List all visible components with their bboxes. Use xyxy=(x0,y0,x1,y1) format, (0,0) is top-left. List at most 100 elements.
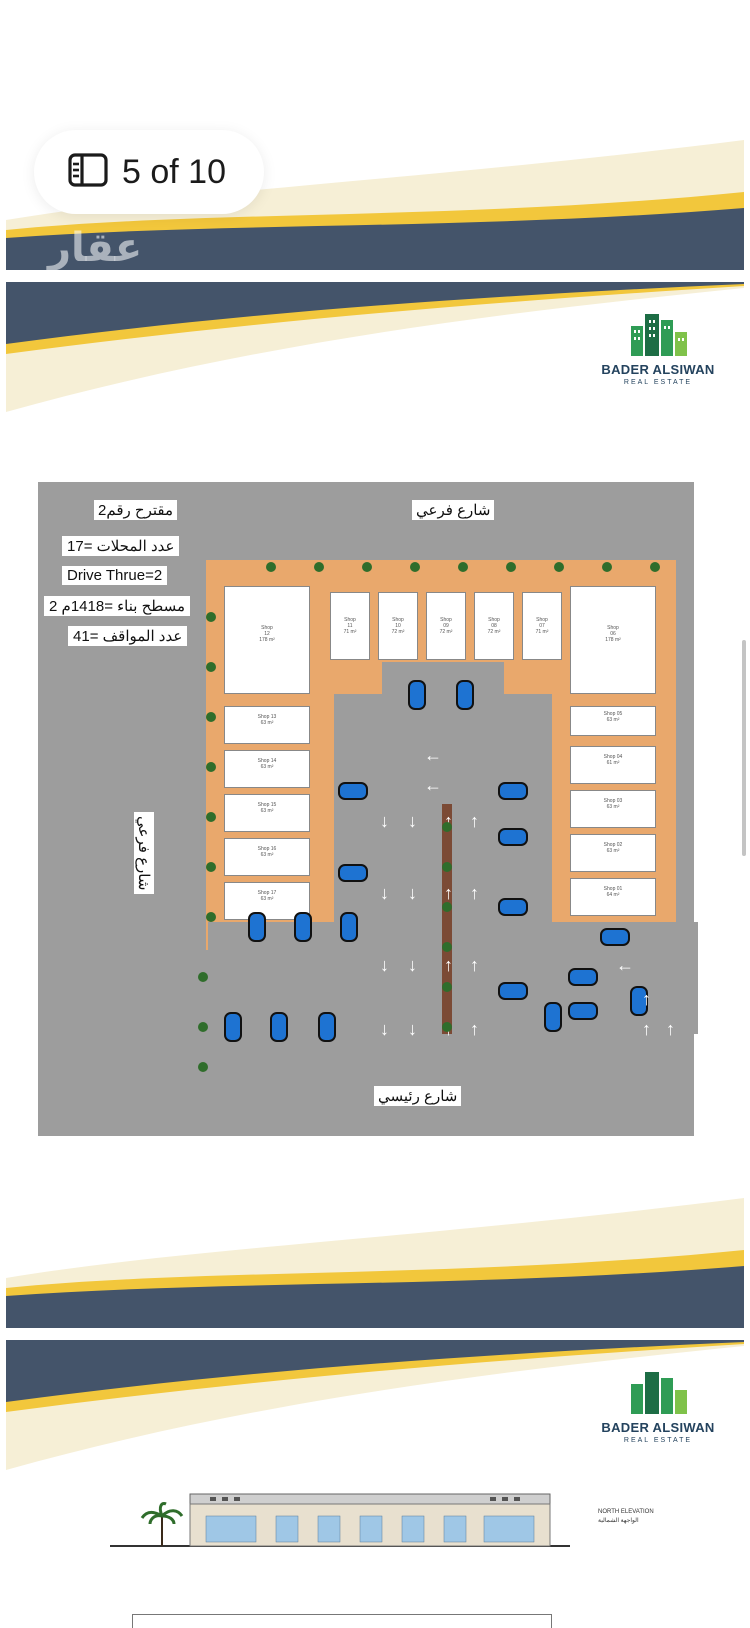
car xyxy=(248,912,266,942)
stat-parking-count: عدد المواقف =41 xyxy=(68,626,188,646)
tree-icon xyxy=(506,562,516,572)
slide-next[interactable]: BADER ALSIWAN REAL ESTATE xyxy=(6,1340,744,1628)
brand-logo: BADER ALSIWAN REAL ESTATE xyxy=(601,312,715,386)
brand-logo: BADER ALSIWAN REAL ESTATE xyxy=(601,1370,714,1444)
slide-wave-bottom xyxy=(6,1188,744,1328)
car xyxy=(456,680,474,710)
tree-icon xyxy=(362,562,372,572)
arrow-down-icon: ↓ xyxy=(380,955,389,975)
slide-previous xyxy=(6,0,744,270)
tree-icon xyxy=(206,612,216,622)
car xyxy=(408,680,426,710)
gallery-icon xyxy=(68,152,108,192)
car xyxy=(630,986,648,1016)
car xyxy=(224,1012,242,1042)
arrow-up-icon: ↑ xyxy=(470,883,479,903)
arrow-up-icon: ↑ xyxy=(444,883,453,903)
plan-median xyxy=(442,804,452,1034)
arrow-up-icon: ↑ xyxy=(470,811,479,831)
tree-icon xyxy=(198,1062,208,1072)
tree-icon xyxy=(314,562,324,572)
arrow-down-icon: ↓ xyxy=(408,883,417,903)
tree-icon xyxy=(442,942,452,952)
arrow-down-icon: ↓ xyxy=(380,1019,389,1039)
tree-icon xyxy=(206,912,216,922)
slide-wave-top xyxy=(6,282,744,412)
brand-name: BADER ALSIWAN xyxy=(601,362,715,377)
arrow-up-icon: ↑ xyxy=(444,811,453,831)
stat-shop-count: عدد المحلات =17 xyxy=(62,536,180,556)
tree-icon xyxy=(442,862,452,872)
stat-drive-thru: Drive Thrue=2 xyxy=(62,566,168,585)
arrow-down-icon: ↓ xyxy=(380,811,389,831)
car xyxy=(338,782,368,800)
tree-icon xyxy=(602,562,612,572)
tree-icon xyxy=(266,562,276,572)
arrow-up-icon: ↑ xyxy=(642,989,651,1009)
arrow-left-icon: ← xyxy=(424,745,442,765)
next-drawing-frame xyxy=(132,1614,552,1628)
tree-icon xyxy=(442,902,452,912)
building-icon xyxy=(631,314,687,356)
arrow-up-icon: ↑ xyxy=(666,1019,675,1039)
main-street-label: شارع رئيسي xyxy=(374,1086,462,1106)
elevation-label-ar: الواجهة الشمالية xyxy=(598,1518,639,1524)
tree-icon xyxy=(442,822,452,832)
side-street-left-label: شارع فرعي xyxy=(134,812,154,895)
car xyxy=(544,1002,562,1032)
tree-icon xyxy=(206,712,216,722)
arrow-down-icon: ↓ xyxy=(408,811,417,831)
car xyxy=(568,968,598,986)
elevation-label-en: NORTH ELEVATION xyxy=(598,1509,654,1515)
car xyxy=(498,898,528,916)
arrow-up-icon: ↑ xyxy=(470,1019,479,1039)
arrow-up-icon: ↑ xyxy=(444,955,453,975)
tree-icon xyxy=(554,562,564,572)
tree-icon xyxy=(206,762,216,772)
tree-icon xyxy=(206,812,216,822)
arrow-left-icon: ← xyxy=(616,955,634,975)
tree-icon xyxy=(650,562,660,572)
car xyxy=(294,912,312,942)
plan-entry-court xyxy=(382,662,504,702)
arrow-up-icon: ↑ xyxy=(642,1019,651,1039)
north-elevation xyxy=(110,1490,570,1554)
arrow-left-icon: ← xyxy=(424,775,442,795)
elevation-label: NORTH ELEVATION الواجهة الشمالية xyxy=(598,1508,654,1526)
tree-icon xyxy=(458,562,468,572)
gallery-counter[interactable]: 5 of 10 xyxy=(34,130,264,214)
scrollbar-thumb[interactable] xyxy=(742,640,746,856)
arrow-down-icon: ↓ xyxy=(380,883,389,903)
gallery-counter-text: 5 of 10 xyxy=(122,152,226,191)
tree-icon xyxy=(442,1022,452,1032)
tree-icon xyxy=(206,662,216,672)
car xyxy=(318,1012,336,1042)
aqar-watermark: عقار sa.aqar.fm xyxy=(48,228,142,287)
car xyxy=(338,864,368,882)
car xyxy=(498,782,528,800)
tree-icon xyxy=(206,862,216,872)
watermark-logo: عقار xyxy=(48,225,143,271)
stat-built-area: مسطح بناء =1418م 2 xyxy=(44,596,191,616)
brand-subtitle: REAL ESTATE xyxy=(623,1437,693,1444)
arrow-up-icon: ↑ xyxy=(470,955,479,975)
slide-wave-top xyxy=(6,1340,744,1470)
arrow-down-icon: ↓ xyxy=(408,955,417,975)
slide-wave-bottom xyxy=(6,130,744,270)
tree-icon xyxy=(198,972,208,982)
tree-icon xyxy=(442,982,452,992)
arrow-down-icon: ↓ xyxy=(408,1019,417,1039)
